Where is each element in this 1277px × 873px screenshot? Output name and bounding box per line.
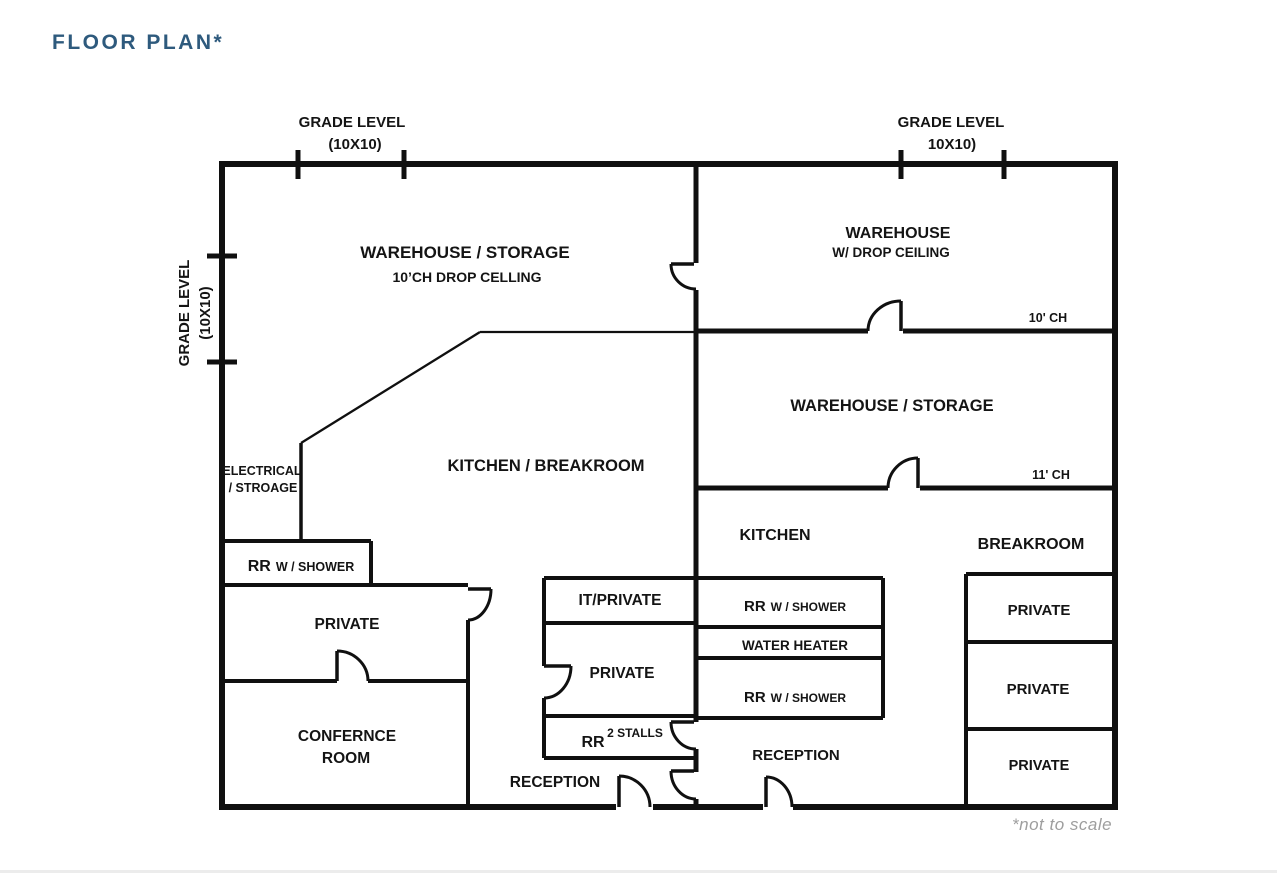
warehouse-storage-left-note: 10’CH DROP CELLING [392,269,541,285]
not-to-scale-note: *not to scale [1012,815,1113,834]
conference-room-line1: CONFERNCE [298,728,396,745]
reception-right-label: RECEPTION [752,747,840,764]
grade-level-top-left-line1: GRADE LEVEL [299,114,406,131]
it-private-label: IT/PRIVATE [579,592,662,609]
door-jambs [468,262,694,773]
electrical-storage-line2: / STROAGE [229,481,298,495]
rr-stalls-abbr: RR [581,734,605,751]
kitchen-label: KITCHEN [739,527,810,544]
rr-shower-right-2-detail: W / SHOWER [771,691,847,705]
page-bottom-edge [0,870,1277,873]
private-left-walls [222,583,470,807]
grade-level-left-line2: (10X10) [197,286,214,339]
door-leaves [335,301,920,807]
grade-level-top-left-line2: (10X10) [328,136,381,153]
warehouse-storage-left-label: WAREHOUSE / STORAGE [360,243,569,262]
bottom-door-gap-left [616,799,653,815]
center-office-column-walls [542,576,696,760]
door-swing-arcs [336,263,919,808]
rr-shower-left-label: RR W / SHOWER [248,558,355,575]
grade-level-left-group: GRADE LEVEL (10X10) [176,260,214,367]
reception-left-label: RECEPTION [510,774,600,791]
ceiling-height-11-label: 11' CH [1032,468,1070,482]
private-center-label: PRIVATE [590,665,655,682]
right-private-column-walls [964,572,1115,807]
right-rr-water-heater-walls [696,576,885,720]
kitchen-breakroom-label: KITCHEN / BREAKROOM [447,457,644,475]
rr-shower-right-1-label: RR W / SHOWER [744,598,846,615]
grade-level-top-right-line2: 10X10) [928,136,976,153]
private-right-2-label: PRIVATE [1007,681,1070,698]
warehouse-right-note: W/ DROP CEILING [832,245,950,260]
kitchen-breakroom-boundary [300,330,694,444]
grade-tick-marks [207,150,1007,365]
private-right-3-label: PRIVATE [1009,758,1070,774]
rr-shower-right-2-abbr: RR [744,689,766,706]
warehouse-right-label: WAREHOUSE [846,225,951,242]
private-left-label: PRIVATE [315,616,380,633]
rr-stalls-note: 2 STALLS [607,726,663,740]
electrical-storage-line1: ELECTRICAL [222,464,302,478]
rr-shower-right-1-detail: W / SHOWER [771,600,847,614]
conference-room-line2: ROOM [322,750,370,767]
rr-shower-left-detail: W / SHOWER [276,560,354,574]
grade-level-top-right-line1: GRADE LEVEL [898,114,1005,131]
breakroom-label: BREAKROOM [978,536,1085,553]
bottom-door-gap-right [763,799,793,815]
page-title: FLOOR PLAN* [52,31,225,54]
rr-shower-right-1-abbr: RR [744,598,766,615]
private-right-1-label: PRIVATE [1008,602,1071,619]
rr-shower-left-abbr: RR [248,558,272,575]
rr-shower-right-2-label: RR W / SHOWER [744,689,846,706]
warehouse-storage-right-label: WAREHOUSE / STORAGE [790,397,993,415]
ceiling-height-10-label: 10' CH [1029,311,1067,325]
rr-shower-left-walls [222,539,373,585]
grade-level-left-line1: GRADE LEVEL [176,260,193,367]
outer-wall [219,161,1118,810]
water-heater-label: WATER HEATER [742,638,848,653]
